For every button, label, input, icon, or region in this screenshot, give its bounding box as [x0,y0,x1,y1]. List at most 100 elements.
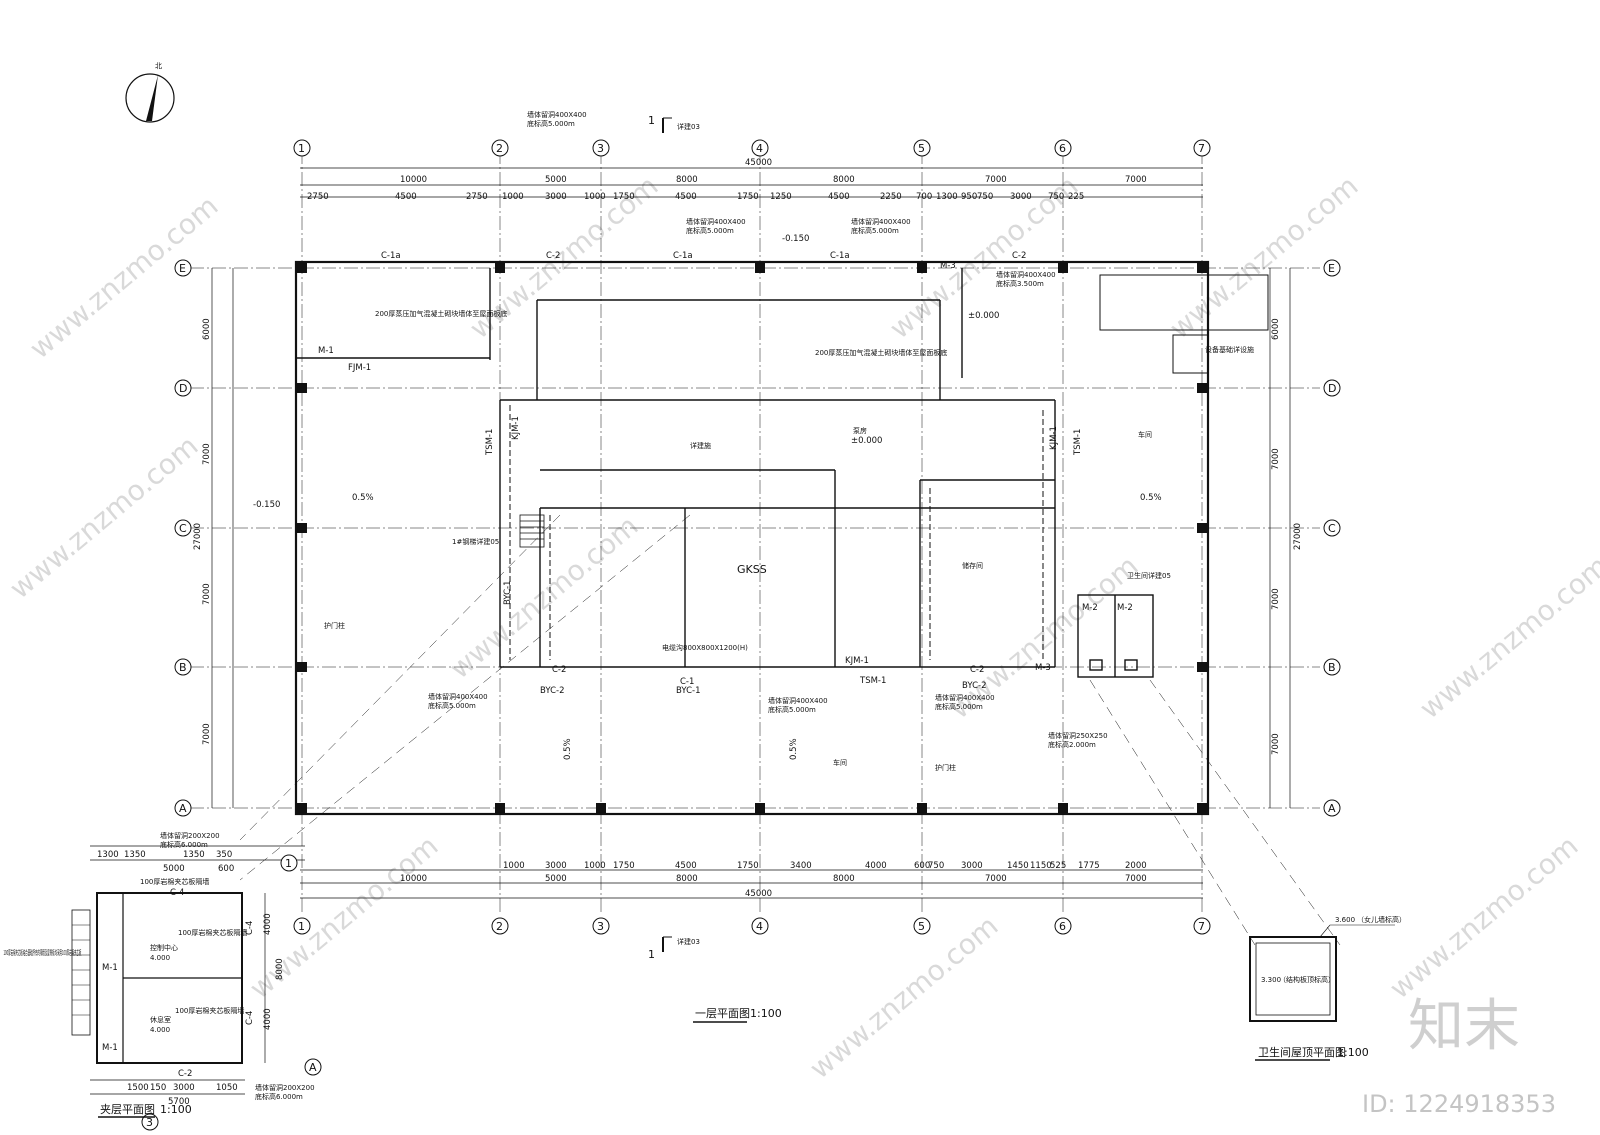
axis-bubbles-right: E D C B A [1323,259,1341,817]
toilet-note: 卫生间详建05 [1127,571,1171,580]
dim-label: 7000 [202,583,212,605]
dim-label: 7000 [202,723,212,745]
partition-note: 100厚岩棉夹芯板隔墙 [140,877,209,886]
room-name: 泵房 [853,426,867,435]
window-tag: C-2 [970,665,984,675]
equipment-base [1099,274,1269,374]
section-number: 1 [648,114,655,127]
axis-label: 7 [1198,920,1205,933]
axis-label: B [1328,661,1336,674]
dim-label: 525 [1050,861,1066,871]
partition-note: 100厚岩棉夹芯板隔墙 [175,1006,244,1015]
dim-label: 3000 [173,1083,195,1093]
dim-label: 1050 [216,1083,238,1093]
watermark-text: www.znzmo.com [803,909,1004,1085]
dim-label: 10000 [400,874,427,884]
axis-label: 3 [597,920,604,933]
north-label: 北 [155,62,162,70]
dim-total: 45000 [745,158,772,168]
axis-label: A [179,802,187,815]
partition-note: 100厚岩棉夹芯板隔墙 [178,928,247,937]
dim-label: 350 [216,850,232,860]
axis-label: D [179,382,187,395]
dim-label: 1350 [183,850,205,860]
axis-label: 1 [285,857,292,870]
watermark-text: www.znzmo.com [1413,549,1600,725]
side-dimensions [211,268,1291,808]
dim-label: 8000 [676,175,698,185]
duct-elev: 底标高5.000m [686,226,734,235]
slope-label: 0.5% [352,493,374,503]
dim-label: 3400 [790,861,812,871]
door-tag: TSM-1 [859,676,886,686]
dim-label: 4500 [675,192,697,202]
section-ref: 详建03 [677,122,700,131]
window-tag: C-2 [1012,251,1026,261]
axis-label: E [179,262,186,275]
dim-label: 7000 [985,175,1007,185]
watermark-text: www.znzmo.com [1383,829,1584,1005]
dim-label: 4500 [395,192,417,202]
axis-label: E [1328,262,1335,275]
leader-lines [239,514,1341,946]
dim-label: 7000 [202,443,212,465]
duct-elev: 底标高5.000m [428,701,476,710]
axis-label: D [1328,382,1336,395]
elevation: -0.150 [782,234,809,244]
elevation: ±0.000 [968,311,999,321]
dim-label: 7000 [1125,874,1147,884]
door-tag: KJM-1 [1049,426,1059,450]
window-tag: BYC-2 [540,686,565,696]
duct-label: 墙体留洞400X400 [996,270,1056,279]
interior-walls [296,268,1056,668]
room-name: 控制中心 [150,943,178,952]
wall-note: 200厚蒸压加气混凝土砌块墙体至屋面板底 [815,348,947,357]
dim-label: 1250 [770,192,792,202]
duct-label: 墙体留洞250X250 [1048,731,1108,740]
axis-label: 4 [756,920,763,933]
duct-label: 墙体留洞400X400 [768,696,828,705]
columns [297,263,1207,813]
plan-labels: 墙体留洞400X400 底标高5.000m 墙体留洞400X400 底标高5.0… [253,110,1254,772]
dim-label: 4500 [675,861,697,871]
stair-note: 1#钢梯详建05 [452,537,499,546]
guard-rail: 护门柱 [935,763,956,772]
door-tag: KJM-1 [845,656,869,666]
duct-label: 墙体留洞400X400 [851,217,911,226]
duct-label: 墙体留洞400X400 [935,693,995,702]
duct-elev: 底标高2.000m [1048,740,1096,749]
axis-label: A [309,1061,317,1074]
dim-label: 8000 [833,175,855,185]
dim-label: 1450 [1007,861,1029,871]
axis-label: 1 [298,142,305,155]
dim-label: 1000 [584,861,606,871]
dim-label: 1300 [97,850,119,860]
axis-bubbles-left: E D C B A [174,259,192,817]
window-tag: C-2 [552,665,566,675]
stair-1 [519,514,545,548]
axis-label: 1 [298,920,305,933]
bottom-dimensions [300,869,1203,899]
roof-elev: 3.600 [1335,916,1355,924]
duct-label: 墙体留洞400X400 [686,217,746,226]
axis-label: 4 [756,142,763,155]
window-tag: BYC-1 [503,580,513,605]
cable-trench: 电缆沟800X800X1200(H) [662,643,748,652]
window-tag: BYC-2 [962,681,987,691]
window-tag: C-2 [546,251,560,261]
axis-label: 2 [496,920,503,933]
axis-label: 6 [1059,920,1066,933]
section-ref: 详建03 [677,937,700,946]
axis-label: C [179,522,187,535]
window-tag: C-1 [680,677,694,687]
dim-label: 6000 [1271,318,1281,340]
window-tag: BYC-1 [676,686,701,696]
dim-label: 1000 [584,192,606,202]
dim-label: 2000 [1125,861,1147,871]
dim-label: 225 [1068,192,1084,202]
door-tag: FJM-1 [348,363,371,373]
dim-label: 1350 [124,850,146,860]
axis-label: 6 [1059,142,1066,155]
plan-scale: 1:100 [750,1007,782,1020]
duct-elev: 底标高5.000m [768,705,816,714]
